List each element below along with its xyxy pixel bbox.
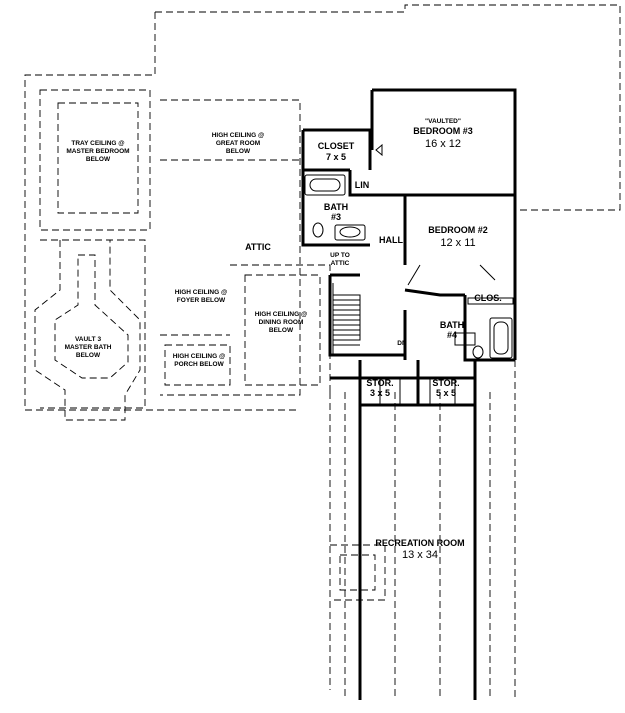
- svg-text:STOR.: STOR.: [432, 378, 459, 388]
- foyer-label: HIGH CEILING @ FOYER BELOW: [175, 289, 228, 304]
- svg-text:BATH: BATH: [324, 202, 348, 212]
- svg-text:BEDROOM #3: BEDROOM #3: [413, 126, 473, 136]
- storage-right-label: STOR. 5 x 5: [432, 378, 459, 398]
- svg-text:13 x 34: 13 x 34: [402, 549, 438, 561]
- svg-text:BELOW: BELOW: [269, 327, 294, 334]
- svg-text:TRAY CEILING @: TRAY CEILING @: [71, 140, 124, 147]
- stair-down-label: DN: [397, 340, 407, 347]
- bath3-label: BATH #3: [324, 202, 348, 222]
- vault-label: VAULT 3 MASTER BATH BELOW: [65, 336, 112, 359]
- dining-label: HIGH CEILING @ DINING ROOM BELOW: [255, 311, 308, 334]
- walls: [301, 88, 517, 700]
- svg-text:BELOW: BELOW: [86, 156, 111, 163]
- svg-text:ATTIC: ATTIC: [331, 260, 350, 267]
- svg-text:FOYER BELOW: FOYER BELOW: [177, 297, 226, 304]
- svg-text:BELOW: BELOW: [226, 148, 251, 155]
- svg-text:5 x 5: 5 x 5: [436, 388, 456, 398]
- svg-text:"VAULTED": "VAULTED": [425, 118, 461, 125]
- linen-label: LIN: [355, 180, 370, 190]
- svg-text:UP TO: UP TO: [330, 252, 350, 259]
- svg-text:#3: #3: [331, 212, 341, 222]
- bedroom3-label: "VAULTED" BEDROOM #3 16 x 12: [413, 118, 473, 150]
- svg-text:DINING ROOM: DINING ROOM: [259, 319, 304, 326]
- svg-text:HIGH CEILING @: HIGH CEILING @: [175, 289, 228, 296]
- svg-text:3 x 5: 3 x 5: [370, 388, 390, 398]
- svg-text:VAULT 3: VAULT 3: [75, 336, 102, 343]
- svg-text:RECREATION ROOM: RECREATION ROOM: [375, 538, 464, 548]
- closet-label: CLOSET 7 x 5: [318, 141, 355, 162]
- svg-text:HIGH CEILING @: HIGH CEILING @: [212, 132, 265, 139]
- svg-text:MASTER BEDROOM: MASTER BEDROOM: [66, 148, 129, 155]
- svg-text:MASTER BATH: MASTER BATH: [65, 344, 112, 351]
- svg-text:12 x 11: 12 x 11: [440, 237, 475, 249]
- svg-text:GREAT ROOM: GREAT ROOM: [216, 140, 260, 147]
- svg-text:BELOW: BELOW: [76, 352, 101, 359]
- bath4-label: BATH #4: [440, 320, 464, 340]
- svg-text:7 x 5: 7 x 5: [326, 152, 346, 162]
- up-to-attic-label: UP TO ATTIC: [330, 252, 350, 267]
- svg-text:HIGH CEILING @: HIGH CEILING @: [255, 311, 308, 318]
- svg-text:#4: #4: [447, 330, 457, 340]
- storage-left-label: STOR. 3 x 5: [366, 378, 393, 398]
- closet2-label: CLOS.: [474, 293, 502, 303]
- svg-text:16 x 12: 16 x 12: [425, 138, 461, 150]
- porch-label: HIGH CEILING @ PORCH BELOW: [173, 353, 226, 368]
- tray-ceiling-label: TRAY CEILING @ MASTER BEDROOM BELOW: [66, 140, 129, 163]
- svg-text:STOR.: STOR.: [366, 378, 393, 388]
- bedroom2-label: BEDROOM #2 12 x 11: [428, 225, 488, 249]
- svg-text:HIGH CEILING @: HIGH CEILING @: [173, 353, 226, 360]
- svg-text:PORCH BELOW: PORCH BELOW: [174, 361, 224, 368]
- attic-label: ATTIC: [245, 242, 271, 252]
- great-room-label: HIGH CEILING @ GREAT ROOM BELOW: [212, 132, 265, 155]
- recreation-room-label: RECREATION ROOM 13 x 34: [375, 538, 464, 561]
- roof-outline-dashed: [24, 4, 621, 700]
- svg-text:BEDROOM #2: BEDROOM #2: [428, 225, 488, 235]
- svg-text:BATH: BATH: [440, 320, 464, 330]
- fixtures: [304, 143, 514, 359]
- hall-label: HALL: [379, 235, 403, 245]
- svg-text:CLOSET: CLOSET: [318, 141, 355, 151]
